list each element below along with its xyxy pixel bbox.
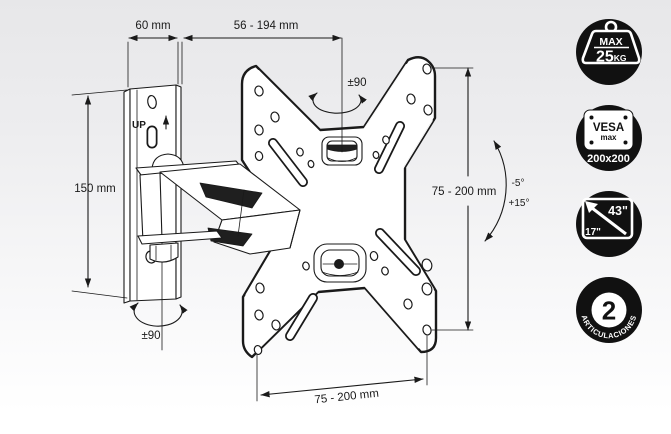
hinge-cylinder (149, 242, 179, 263)
label-wall-height: 150 mm (74, 183, 116, 195)
label-tilt-down: +15° (509, 198, 530, 209)
up-marking: UP (132, 120, 146, 131)
badge-articulations: 2 ARTICULACIONES (576, 277, 642, 343)
badge-vesa-subtitle: max (600, 133, 617, 142)
badge-screen-min: 17" (585, 227, 601, 238)
label-tilt-up: -5° (512, 178, 525, 189)
weight-icon (581, 20, 641, 65)
tilt-arc-icon (484, 140, 507, 242)
label-vesa-vertical: 75 - 200 mm (432, 186, 497, 198)
label-swivel-bottom: ±90 (141, 330, 160, 342)
badge-max-weight: MAX 25KG (576, 19, 642, 85)
badge-screen-max: 43" (608, 204, 628, 218)
vesa-plate-icon (583, 109, 634, 151)
badge-max-title: MAX (599, 36, 622, 48)
badge-max-value: 25 (596, 49, 614, 66)
svg-text:25KG: 25KG (596, 49, 627, 66)
vesa-plate (240, 56, 438, 359)
plate-slots (268, 121, 421, 341)
swivel-arm (135, 153, 301, 263)
center-bolt (334, 259, 344, 269)
badge-vesa-title: VESA (593, 122, 624, 134)
center-boss (313, 243, 367, 283)
label-swivel-top: ±90 (347, 77, 366, 89)
label-wall-width: 60 mm (135, 20, 170, 32)
badge-vesa: VESA max 200x200 (576, 105, 642, 171)
dim-line-vesa-horizontal (260, 376, 424, 398)
vesa-holes (253, 63, 433, 356)
top-rotation-arrow-icon (308, 92, 367, 114)
screen-diagonal-icon (581, 197, 634, 240)
label-extension: 56 - 194 mm (234, 20, 299, 32)
badge-screen-size: 43" 17" (576, 191, 642, 257)
articulations-inner-circle (591, 292, 627, 328)
badge-max-unit: KG (614, 53, 627, 63)
badge-vesa-size: 200x200 (587, 153, 630, 165)
badge-articulations-count: 2 (602, 296, 616, 326)
bottom-rotation-arrow-icon (129, 302, 188, 327)
label-vesa-horizontal: 75 - 200 mm (314, 388, 379, 407)
wall-hole-top (147, 94, 157, 110)
